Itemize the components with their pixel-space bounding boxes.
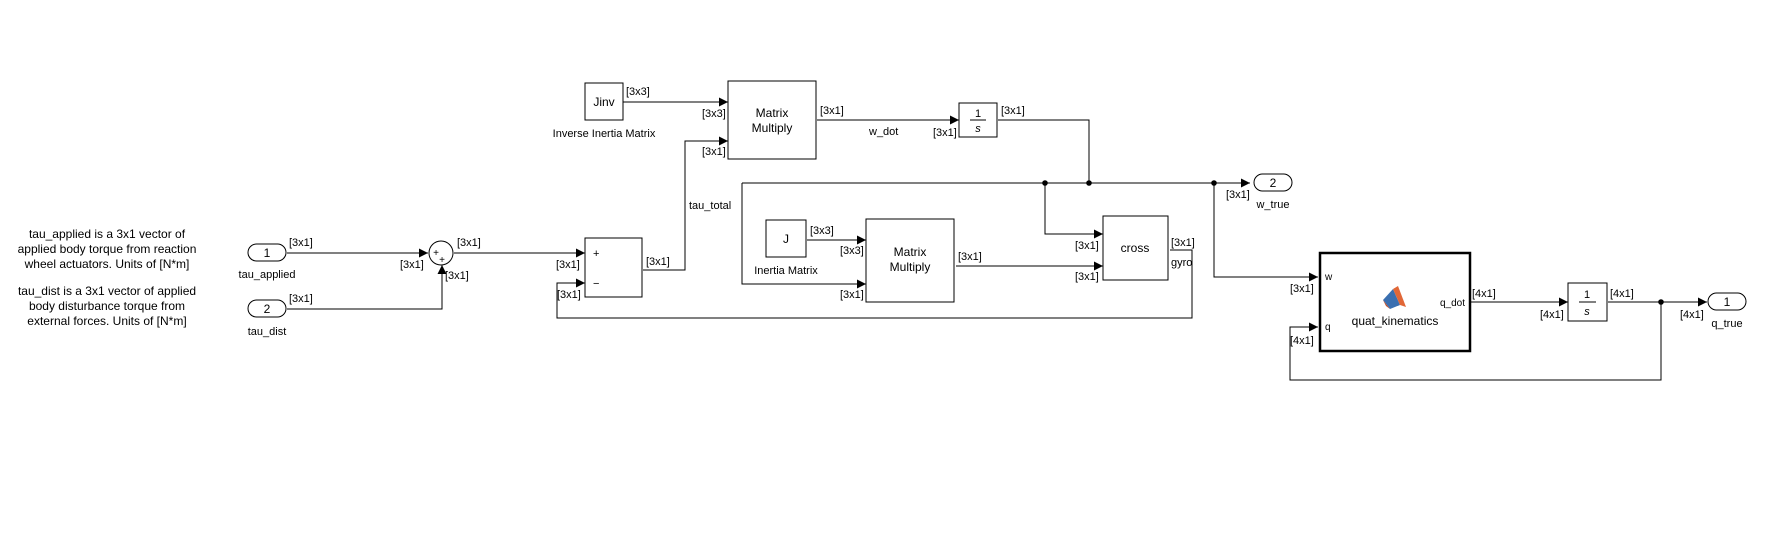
signal-label-tau-total: tau_total bbox=[689, 200, 731, 212]
wire-w-to-cross[interactable] bbox=[1044, 183, 1103, 239]
branch-point bbox=[1086, 180, 1092, 186]
inport-label: tau_dist bbox=[248, 326, 287, 338]
note-line: applied body torque from reaction bbox=[18, 242, 197, 256]
wire-w-int[interactable] bbox=[998, 119, 1090, 183]
dim-label: [4x1] bbox=[1290, 335, 1314, 347]
wire-tau-total[interactable] bbox=[643, 136, 728, 271]
dim-label: [4x1] bbox=[1680, 309, 1704, 321]
branch-point bbox=[1658, 299, 1664, 305]
outport-q-true[interactable]: 1 q_true bbox=[1707, 292, 1747, 330]
jinv-caption: Inverse Inertia Matrix bbox=[553, 128, 656, 140]
note-line: wheel actuators. Units of [N*m] bbox=[24, 257, 190, 271]
dim-label: [3x3] bbox=[810, 225, 834, 237]
branch-point bbox=[1042, 180, 1048, 186]
dim-label: [3x1] bbox=[445, 270, 469, 282]
integrator-block-2[interactable]: 1 s bbox=[1567, 282, 1608, 322]
dim-label: [3x1] bbox=[1226, 189, 1250, 201]
dim-label: [3x1] bbox=[1001, 105, 1025, 117]
outport-number: 1 bbox=[1724, 295, 1731, 309]
block-label: Matrix bbox=[756, 106, 789, 120]
dim-label: [3x1] bbox=[289, 237, 313, 249]
j-label: J bbox=[783, 232, 789, 246]
wire-gyro[interactable] bbox=[556, 249, 1193, 319]
dim-label: [4x1] bbox=[1472, 288, 1496, 300]
quat-kinematics-label: quat_kinematics bbox=[1352, 314, 1439, 328]
dim-label: [3x1] bbox=[556, 259, 580, 271]
block-label: Multiply bbox=[752, 121, 793, 135]
wire-w-to-matmul2[interactable] bbox=[741, 183, 866, 289]
sum-sign: + bbox=[593, 248, 599, 260]
note-line: tau_dist is a 3x1 vector of applied bbox=[18, 284, 196, 298]
wire-w-to-quat[interactable] bbox=[1213, 183, 1318, 282]
inport-label: tau_applied bbox=[239, 269, 296, 281]
jinv-constant-block[interactable]: Jinv Inverse Inertia Matrix bbox=[553, 82, 656, 140]
dim-label: [3x1] bbox=[1171, 237, 1195, 249]
dim-label: [3x1] bbox=[702, 146, 726, 158]
dim-label: [3x1] bbox=[557, 289, 581, 301]
sum-sign: + bbox=[433, 248, 439, 259]
integrator-block-1[interactable]: 1 s bbox=[958, 102, 998, 138]
integrator-numerator: 1 bbox=[975, 108, 981, 120]
outport-label: w_true bbox=[1255, 199, 1289, 211]
inport-number: 2 bbox=[264, 302, 271, 316]
inport-tau-dist[interactable]: 2 tau_dist bbox=[247, 299, 287, 338]
outport-number: 2 bbox=[1270, 176, 1277, 190]
matrix-multiply-block-2[interactable]: Matrix Multiply bbox=[865, 218, 955, 303]
integrator-numerator: 1 bbox=[1584, 289, 1590, 301]
dim-label: [3x1] bbox=[958, 251, 982, 263]
dim-label: [3x1] bbox=[646, 256, 670, 268]
dim-label: [3x3] bbox=[626, 86, 650, 98]
sum-block-1[interactable]: + + bbox=[428, 240, 454, 266]
dim-label: [4x1] bbox=[1610, 288, 1634, 300]
signal-label-gyro: gyro bbox=[1171, 257, 1192, 269]
dim-label: [3x1] bbox=[1075, 240, 1099, 252]
j-caption: Inertia Matrix bbox=[754, 265, 818, 277]
dim-label: [3x1] bbox=[820, 105, 844, 117]
cross-block[interactable]: cross bbox=[1102, 215, 1169, 281]
inport-tau-applied[interactable]: 1 tau_applied bbox=[239, 243, 296, 281]
note-line: body disturbance torque from bbox=[29, 299, 185, 313]
inport-number: 1 bbox=[264, 246, 271, 260]
quat-kinematics-block[interactable]: w q q_dot quat_kinematics bbox=[1318, 251, 1472, 353]
dim-label: [3x1] bbox=[457, 237, 481, 249]
integrator-denominator: s bbox=[975, 123, 981, 135]
cross-label: cross bbox=[1121, 241, 1150, 255]
dim-label: [4x1] bbox=[1540, 309, 1564, 321]
wire-q-feedback[interactable] bbox=[1289, 302, 1662, 381]
note-line: tau_applied is a 3x1 vector of bbox=[29, 227, 186, 241]
dim-label: [3x1] bbox=[933, 127, 957, 139]
note-line: external forces. Units of [N*m] bbox=[27, 314, 186, 328]
sum-block-2[interactable]: + − bbox=[584, 237, 643, 298]
outport-label: q_true bbox=[1711, 318, 1742, 330]
matrix-multiply-block-1[interactable]: Matrix Multiply bbox=[727, 80, 817, 160]
dim-label: [3x1] bbox=[1290, 283, 1314, 295]
port-label-w: w bbox=[1324, 272, 1333, 283]
dim-label: [3x1] bbox=[840, 289, 864, 301]
dim-label: [3x1] bbox=[289, 293, 313, 305]
wires bbox=[287, 97, 1707, 381]
annotation-tau-applied: tau_applied is a 3x1 vector of applied b… bbox=[18, 227, 197, 271]
dim-label: [3x3] bbox=[840, 245, 864, 257]
jinv-label: Jinv bbox=[593, 95, 614, 109]
signal-label-w-dot: w_dot bbox=[868, 126, 898, 138]
integrator-denominator: s bbox=[1584, 306, 1590, 318]
dim-label: [3x1] bbox=[400, 259, 424, 271]
port-label-q-dot: q_dot bbox=[1440, 298, 1465, 309]
wire-tau-dist[interactable] bbox=[287, 265, 447, 310]
dim-label: [3x3] bbox=[702, 108, 726, 120]
dim-label: [3x1] bbox=[1075, 271, 1099, 283]
annotation-tau-dist: tau_dist is a 3x1 vector of applied body… bbox=[18, 284, 196, 328]
j-constant-block[interactable]: J Inertia Matrix bbox=[754, 219, 818, 277]
block-label: Multiply bbox=[890, 260, 931, 274]
port-label-q: q bbox=[1325, 322, 1331, 333]
block-label: Matrix bbox=[894, 245, 927, 259]
branch-point bbox=[1211, 180, 1217, 186]
matlab-logo-icon bbox=[1383, 286, 1406, 309]
outport-w-true[interactable]: 2 w_true bbox=[1253, 173, 1293, 211]
sum-sign: − bbox=[593, 278, 599, 290]
sum-sign: + bbox=[439, 255, 445, 266]
dimension-labels: [3x1] [3x1] [3x1] [3x1] [3x1] [3x1] [3x1… bbox=[289, 86, 1704, 347]
